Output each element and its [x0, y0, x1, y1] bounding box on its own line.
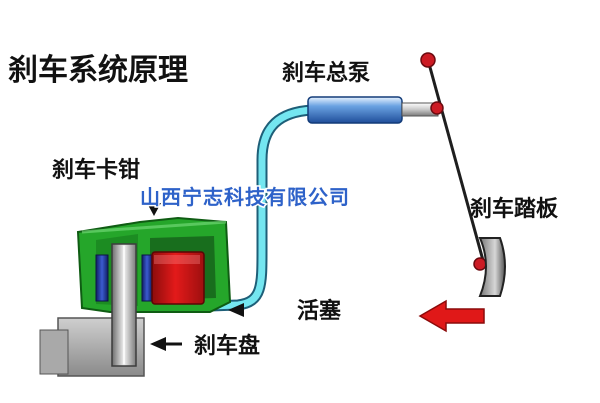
company-watermark: 山西宁志科技有限公司: [140, 185, 350, 209]
label-disc: 刹车盘: [194, 333, 260, 359]
brake-pedal: [478, 237, 506, 297]
label-pedal: 刹车踏板: [470, 196, 559, 222]
label-piston: 活塞: [297, 298, 342, 324]
master-cylinder: [307, 96, 439, 124]
brake-line: [204, 104, 318, 312]
brake-pad-outer: [95, 254, 109, 302]
label-pointers: [147, 203, 244, 351]
pedal-linkage: [420, 52, 487, 271]
diagram-title: 刹车系统原理: [8, 53, 188, 88]
caliper-piston: [151, 251, 205, 305]
label-caliper: 刹车卡钳: [52, 157, 140, 183]
push-arrow: [418, 299, 485, 333]
label-master-cylinder: 刹车总泵: [282, 60, 370, 86]
brake-pad-inner: [141, 254, 153, 302]
